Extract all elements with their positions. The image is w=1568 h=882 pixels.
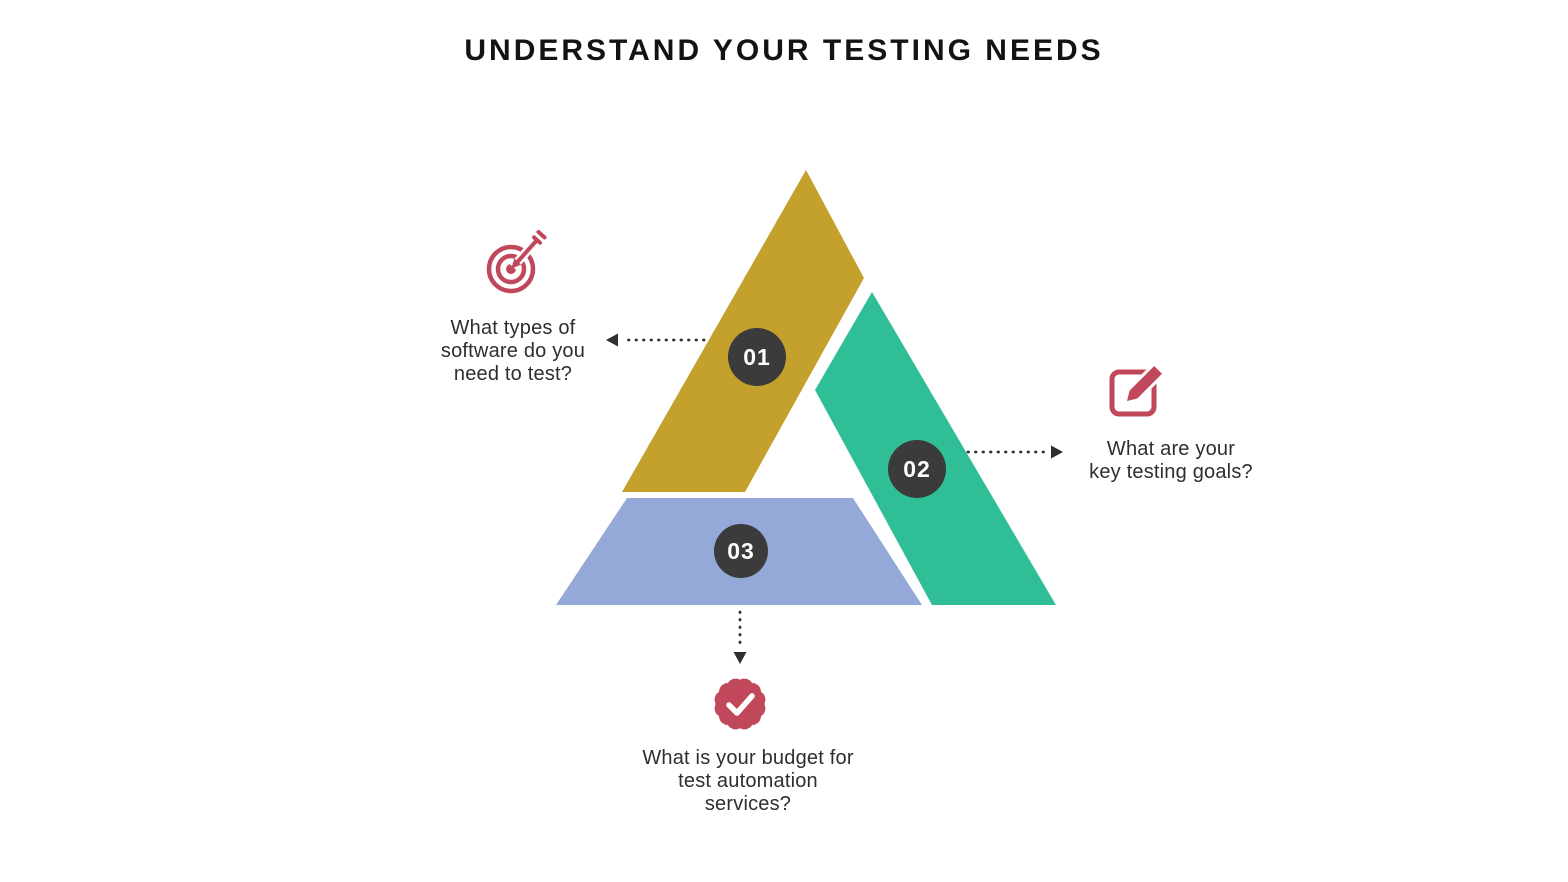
step-3-label-line: test automation <box>678 770 818 792</box>
check-badge-icon <box>714 678 766 730</box>
step-1-label: What types of software do you need to te… <box>403 317 623 386</box>
step-2-badge: 02 <box>888 440 946 498</box>
target-icon <box>486 230 547 294</box>
step-2-label-line: key testing goals? <box>1089 461 1253 483</box>
edit-icon <box>1109 363 1165 417</box>
step-3-number: 03 <box>727 538 755 564</box>
page-title: UNDERSTAND YOUR TESTING NEEDS <box>464 34 1104 67</box>
step-2-label-line: What are your <box>1106 438 1236 460</box>
dotted-arrow-left <box>606 333 706 347</box>
step-3-badge: 03 <box>714 524 768 578</box>
step-1-badge: 01 <box>728 328 786 386</box>
step-2-label: What are your key testing goals? <box>1066 438 1276 484</box>
step-1-label-line: need to test? <box>453 363 573 385</box>
step-3-label-line: What is your budget for <box>642 747 854 769</box>
dotted-arrow-right <box>966 445 1063 459</box>
triangle-band-1 <box>622 170 864 492</box>
step-3-label-line: services? <box>704 793 792 815</box>
step-3-label: What is your budget for test automation … <box>616 747 880 816</box>
dotted-arrow-down <box>733 610 747 664</box>
step-1-label-line: software do you <box>440 340 586 362</box>
step-2-number: 02 <box>903 456 931 482</box>
step-1-label-line: What types of <box>450 317 576 339</box>
step-1-number: 01 <box>743 344 771 370</box>
